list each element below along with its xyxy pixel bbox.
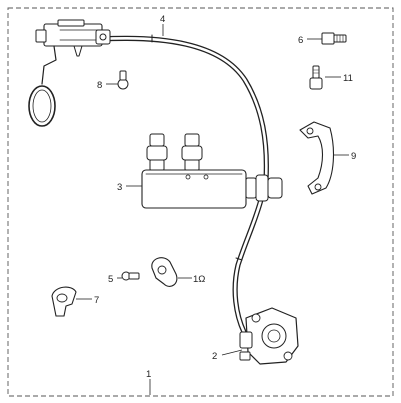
master-cylinder [28, 19, 111, 127]
bolt-part-11 [309, 65, 323, 90]
bolt-part-6 [321, 32, 347, 45]
callout-10: 1Ω [193, 274, 205, 285]
callout-4: 4 [160, 14, 165, 25]
callout-7: 7 [94, 295, 99, 306]
callout-11: 11 [343, 73, 353, 84]
screw-part-5 [121, 271, 140, 281]
brake-hose-part-4 [97, 34, 269, 335]
callout-8: 8 [97, 80, 102, 91]
kit-border-dashed [7, 7, 394, 397]
clamp-part-7 [51, 286, 77, 317]
leader-lines [76, 24, 349, 395]
callout-3: 3 [117, 182, 122, 193]
callout-1: 1 [146, 369, 151, 380]
callout-labels: 4 6 11 8 9 3 5 1Ω 7 2 1 [94, 14, 356, 380]
bracket-part-9 [299, 121, 335, 195]
callout-6: 6 [298, 35, 303, 46]
hose-clamp-part-10 [151, 257, 178, 287]
junction-block-part-3 [141, 133, 283, 209]
bolt-part-8 [117, 70, 129, 90]
callout-9: 9 [351, 151, 356, 162]
brake-caliper-part-2 [239, 307, 299, 365]
callout-5: 5 [108, 274, 113, 285]
callout-2: 2 [212, 351, 217, 362]
